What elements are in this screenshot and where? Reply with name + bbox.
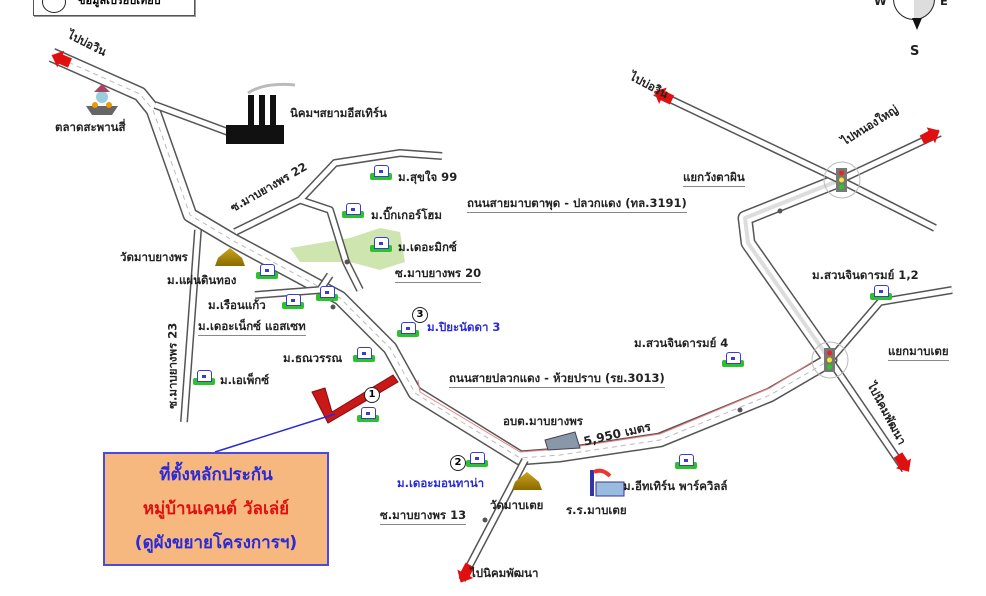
compass-east: E — [940, 0, 948, 8]
house-icon — [342, 201, 364, 219]
house-icon — [256, 262, 278, 280]
house-icon — [282, 292, 304, 310]
house-icon — [722, 350, 744, 368]
label-soi-23: ซ.มาบยางพร 23 — [165, 322, 180, 409]
callout-note: (ดูผังขยายโครงการฯ) — [134, 533, 298, 553]
main-road — [48, 48, 843, 466]
collateral-site — [311, 374, 399, 424]
label-soi-20: ซ.มาบยางพร 20 — [395, 267, 482, 283]
house-icon — [316, 284, 338, 302]
label-road-3013: ถนนสายปลวกแดง - ห้วยปราบ (รย.3013) — [449, 372, 665, 388]
label-village-paendin-thong: ม.แผ่นดินทอง — [167, 273, 237, 287]
road-dots — [330, 208, 783, 523]
marker-2: 2 — [450, 455, 466, 471]
sao-building-icon — [544, 431, 581, 451]
traffic-lights — [811, 161, 861, 379]
label-sao: อบต.มาบยางพร — [503, 414, 583, 428]
collateral-callout: ที่ตั้งหลักประกัน หมู่บ้านเคนต์ วัลเล่ย์… — [103, 452, 329, 566]
factory-icon — [226, 82, 296, 144]
label-to-nikhom-bottom: ไปนิคมพัฒนา — [470, 566, 539, 580]
legend-label: ข้อมูลเปรียบเทียบ — [78, 0, 161, 7]
callout-title: ที่ตั้งหลักประกัน — [159, 465, 273, 485]
label-village-suan-chindarom-4: ม.สวนจินดารมย์ 4 — [634, 336, 729, 350]
label-soi-13: ซ.มาบยางพร 13 — [380, 509, 467, 525]
callout-project-name: หมู่บ้านเคนต์ วัลเล่ย์ — [142, 499, 290, 519]
compass-south: S — [910, 44, 920, 59]
label-market: ตลาดสะพานสี่ — [55, 120, 126, 134]
compass-west: W — [874, 0, 887, 8]
label-village-the-next-asset: ม.เดอะเน็กซ์ แอสเซท — [198, 320, 306, 336]
label-wat-mab-yang-phon: วัดมาบยางพร — [120, 250, 188, 264]
callout-pointer — [214, 413, 336, 453]
label-industrial-estate: นิคมฯสยามอีสเทิร์น — [290, 106, 387, 120]
label-village-eastern-parkville: ม.อีทเทิร์น พาร์ควิลล์ — [623, 479, 728, 493]
label-junction-mab-toei: แยกมาบเตย — [888, 345, 949, 361]
label-school: ร.ร.มาบเตย — [566, 503, 627, 517]
house-icon — [870, 283, 892, 301]
label-village-ruean-kaew: ม.เรือนแก้ว — [208, 298, 266, 312]
label-village-apex: ม.เอเพ็กซ์ — [220, 373, 270, 387]
south-arrow-icon — [912, 18, 922, 30]
marker-3: 3 — [412, 307, 428, 323]
house-icon — [370, 235, 392, 253]
house-icon — [466, 450, 488, 468]
label-village-thanawan: ม.ธณวรรณ — [283, 351, 343, 365]
legend-box: ข้อมูลเปรียบเทียบ — [33, 0, 195, 16]
house-icon — [675, 452, 697, 470]
label-village-the-mix: ม.เดอะมิกซ์ — [398, 240, 457, 254]
label-village-the-montana: ม.เดอะมอนทาน่า — [397, 476, 485, 490]
school-icon — [590, 468, 625, 497]
label-village-bigger-home: ม.บิ๊กเกอร์โฮม — [371, 208, 442, 222]
marker-1: 1 — [364, 387, 380, 403]
label-village-sukjai: ม.สุขใจ 99 — [398, 170, 458, 184]
label-road-3191: ถนนสายมาบตาพุด - ปลวกแดง (ทล.3191) — [467, 197, 687, 213]
label-junction-wang-ta-phin: แยกวังตาผิน — [683, 171, 745, 187]
house-icon — [397, 320, 419, 338]
legend-circle-icon — [42, 0, 66, 13]
house-icon — [353, 345, 375, 363]
label-wat-mab-toei: วัดมาบเตย — [490, 498, 544, 512]
label-village-piyanatda: ม.ปิยะนัดดา 3 — [427, 320, 501, 334]
label-village-suan-chindarom-12: ม.สวนจินดารมย์ 1,2 — [812, 268, 919, 282]
house-icon — [193, 368, 215, 386]
market-icon — [86, 84, 118, 115]
house-icon — [357, 405, 379, 423]
house-icon — [370, 163, 392, 181]
